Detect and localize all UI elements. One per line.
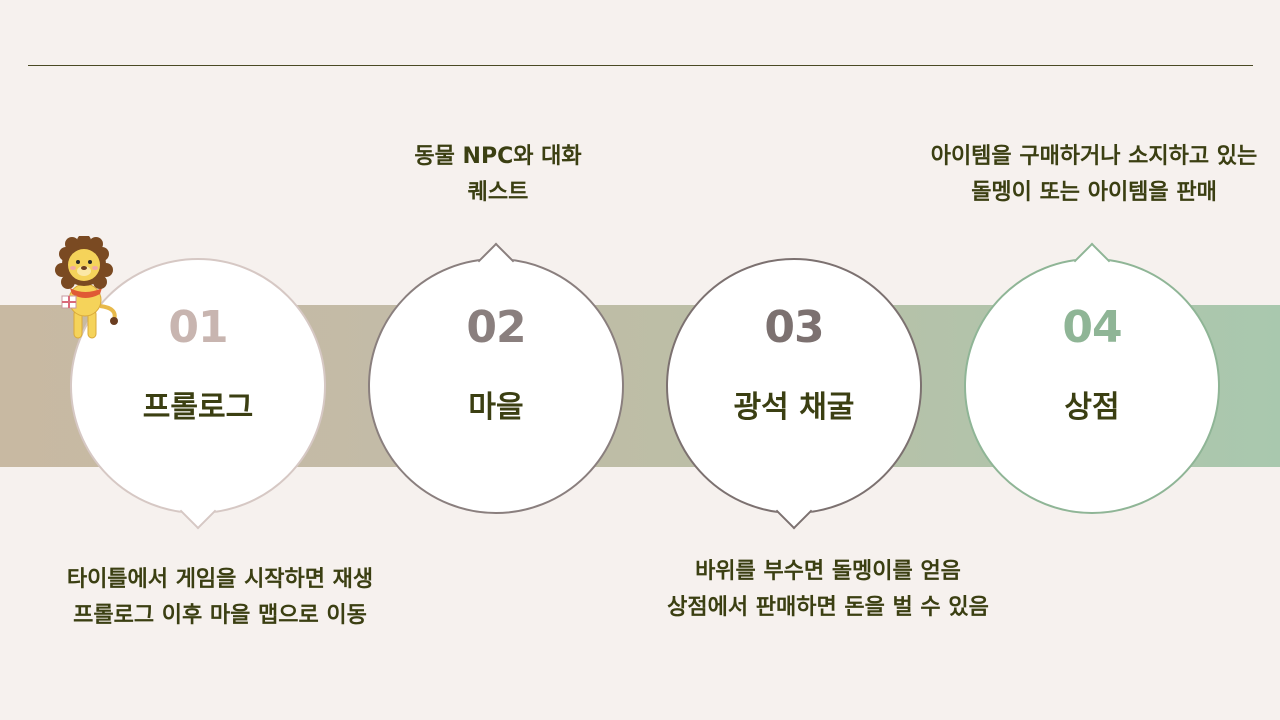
step-1-caption-line-2: 프롤로그 이후 마을 맵으로 이동	[73, 603, 367, 628]
step-2-title: 마을	[468, 390, 524, 425]
step-4-bubble: 04 상점	[964, 242, 1220, 514]
step-2-caption-line-1: 동물 NPC와 대화	[414, 144, 582, 169]
step-4-title: 상점	[1064, 390, 1120, 425]
step-2-caption-line-2: 퀘스트	[467, 180, 529, 205]
step-3-caption-line-2: 상점에서 판매하면 돈을 벌 수 있음	[667, 595, 989, 620]
step-4-number: 04	[1062, 302, 1122, 353]
step-2-number: 02	[466, 302, 526, 353]
step-3-title: 광석 채굴	[733, 390, 855, 425]
step-1-title: 프롤로그	[142, 390, 254, 425]
step-3-caption: 바위를 부수면 돌멩이를 얻음 상점에서 판매하면 돈을 벌 수 있음	[618, 554, 1038, 626]
step-2-caption: 동물 NPC와 대화 퀘스트	[298, 139, 698, 211]
step-1-number: 01	[168, 302, 228, 353]
step-2-bubble: 02 마을	[368, 242, 624, 514]
step-4-caption-line-1: 아이템을 구매하거나 소지하고 있는	[930, 144, 1258, 169]
step-3-pointer	[775, 492, 813, 530]
step-1-pointer	[179, 492, 217, 530]
step-1-bubble: 01 프롤로그	[70, 258, 326, 530]
top-divider	[28, 65, 1253, 66]
step-1-caption-line-1: 타이틀에서 게임을 시작하면 재생	[66, 567, 374, 592]
step-3-bubble: 03 광석 채굴	[666, 258, 922, 530]
step-1-caption: 타이틀에서 게임을 시작하면 재생 프롤로그 이후 마을 맵으로 이동	[20, 562, 420, 634]
lion-mascot-icon	[55, 236, 118, 339]
step-3-caption-line-1: 바위를 부수면 돌멩이를 얻음	[695, 559, 961, 584]
step-3-number: 03	[764, 302, 824, 353]
step-4-pointer	[1073, 242, 1111, 280]
step-4-caption: 아이템을 구매하거나 소지하고 있는 돌멩이 또는 아이템을 판매	[884, 139, 1280, 211]
step-2-pointer	[477, 242, 515, 280]
step-4-caption-line-2: 돌멩이 또는 아이템을 판매	[971, 180, 1217, 205]
